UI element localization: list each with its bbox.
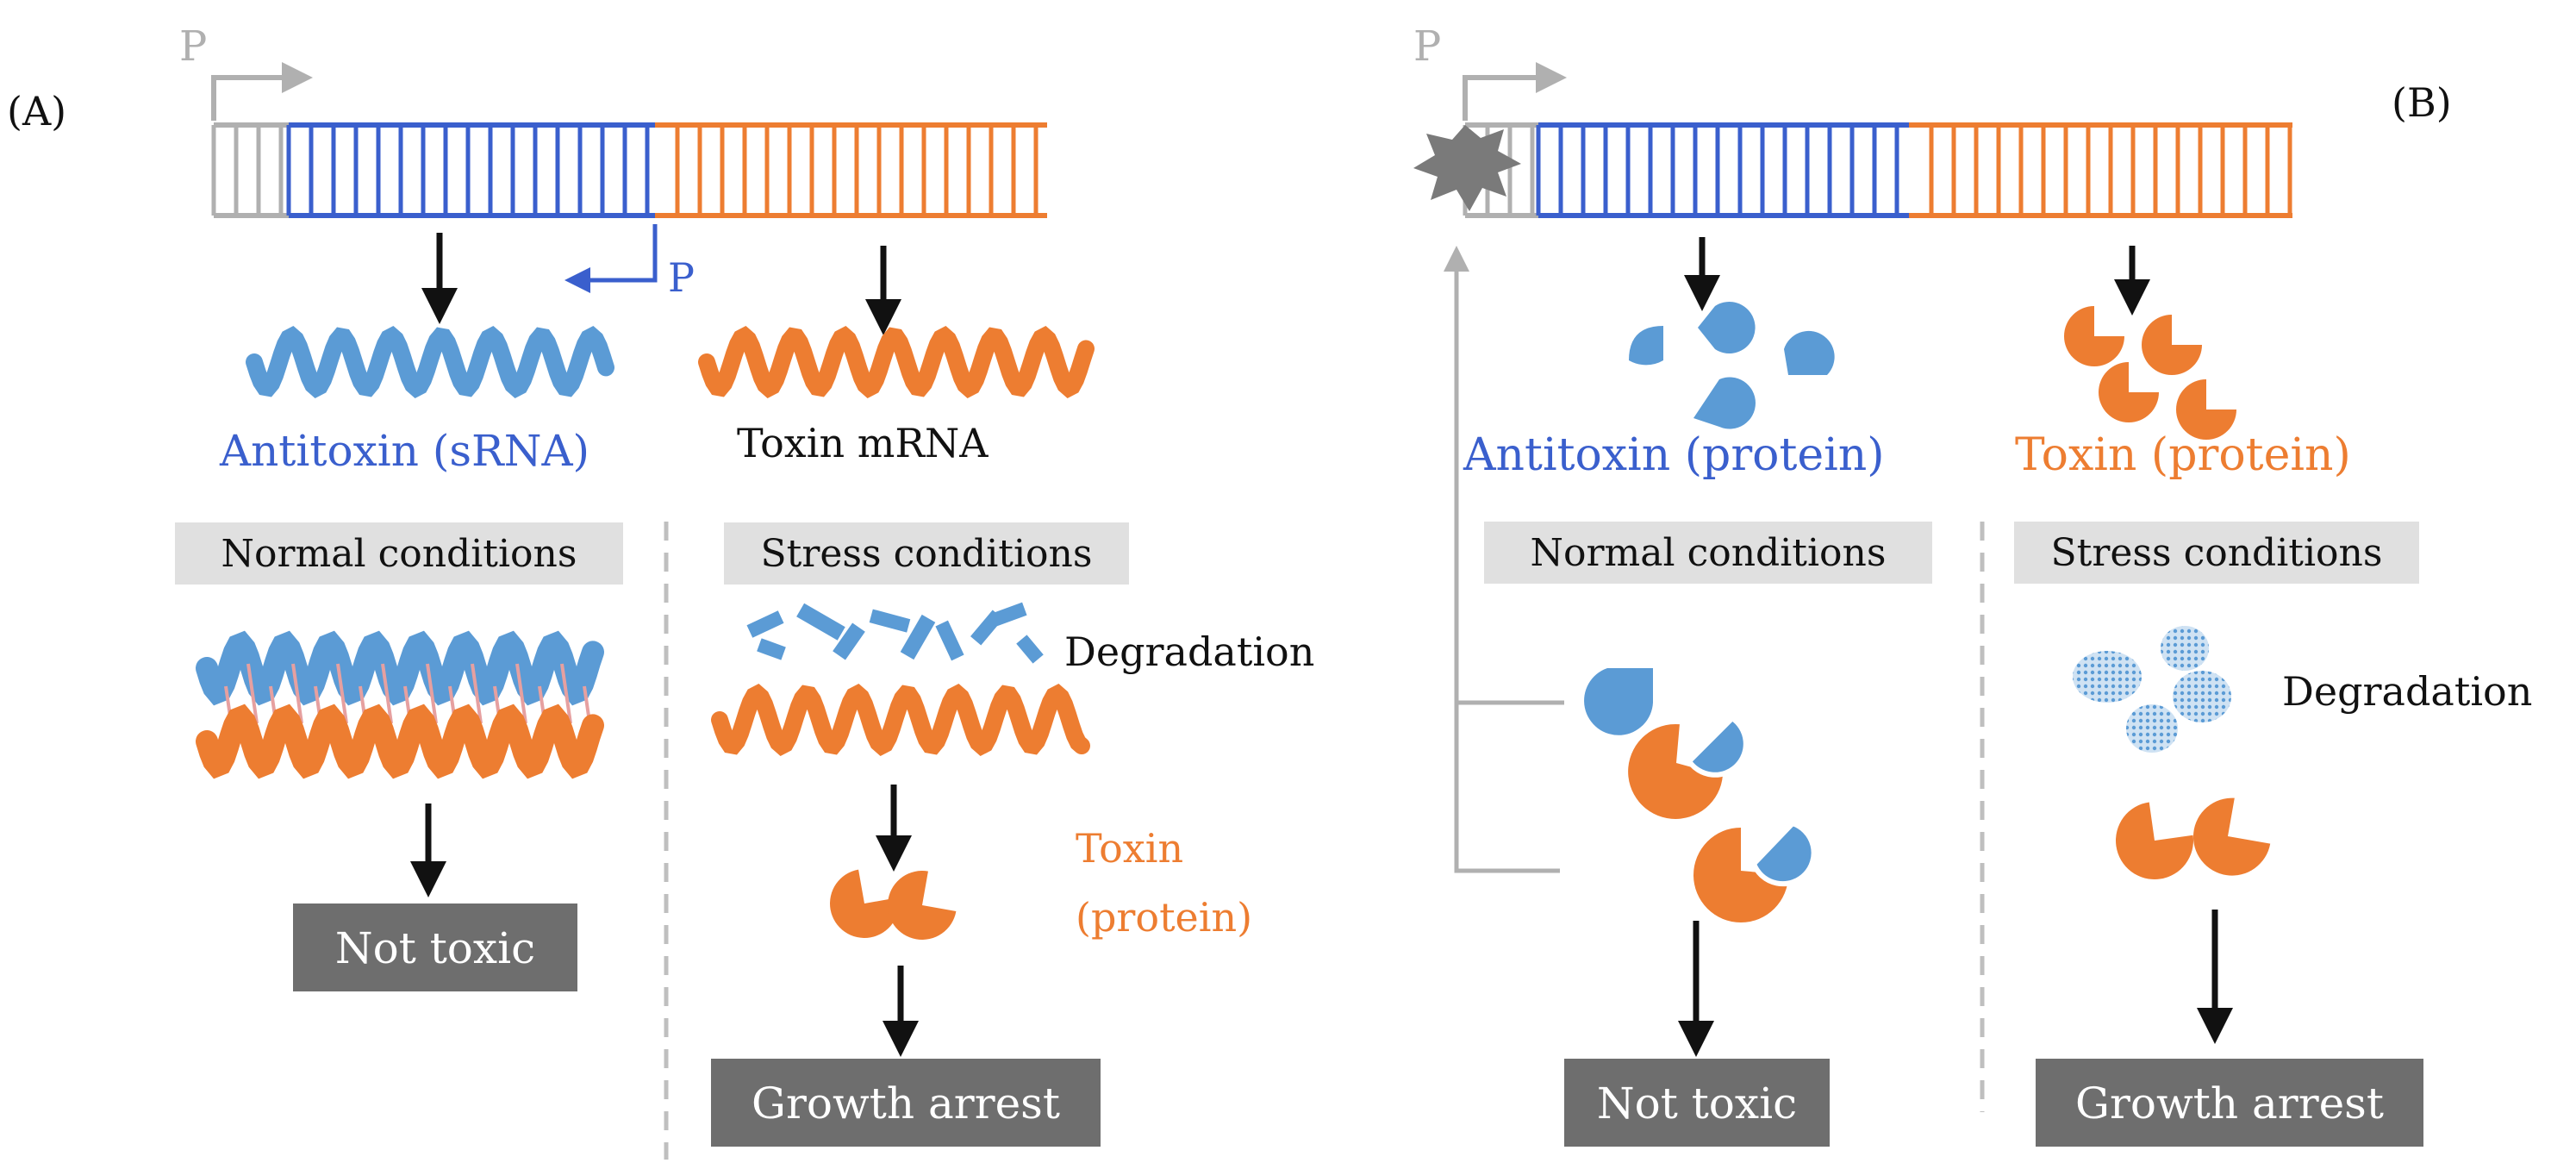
degraded-antitoxin-protein	[2126, 704, 2178, 753]
panel-a-toxin-proteins	[830, 869, 957, 940]
antitoxin-protein	[1693, 377, 1756, 429]
base-pair	[426, 663, 438, 724]
toxin-protein	[2176, 379, 2236, 440]
panel-a-stress-header-box	[724, 522, 1129, 585]
panel-a-promoter-arrow	[211, 62, 313, 121]
panel-b-toxin-label: Toxin (protein)	[2015, 429, 2351, 481]
panel-a-promoter-label: P	[179, 22, 207, 71]
repressor-burst-icon	[1413, 125, 1521, 211]
panel-b-stress-header-box	[2014, 522, 2419, 584]
toxin-protein	[2192, 797, 2271, 876]
srna-mrna-duplex	[196, 630, 604, 779]
panel-b-label: (B)	[2392, 79, 2452, 126]
panel-a-stress-header: Stress conditions	[761, 532, 1093, 576]
antitoxin-protein	[1698, 302, 1756, 354]
antitoxin-protein	[1629, 326, 1663, 366]
panel-b-promoter-label: P	[1413, 22, 1441, 71]
ta-complex	[1693, 820, 1817, 922]
panel-b-toxin-proteins	[2116, 797, 2271, 879]
toxin-protein	[2142, 315, 2202, 375]
panel-b-normal-header: Normal conditions	[1531, 531, 1887, 575]
degraded-antitoxin-cluster	[2073, 626, 2231, 753]
toxin-mrna-wave	[698, 325, 1095, 399]
base-pair	[336, 663, 348, 724]
antitoxin-srna-wave	[246, 325, 614, 399]
stress-toxin-mrna-wave	[711, 683, 1090, 757]
toxin-protein	[2064, 306, 2124, 366]
panel-a: (A) P P Antitoxin (sRNA) Toxin mRNA Norm…	[7, 22, 1314, 1160]
ta-complex	[1628, 715, 1749, 819]
panel-a-dna	[211, 122, 1047, 218]
panel-a-toxin-label-line2: (protein)	[1076, 894, 1252, 941]
base-pair	[291, 663, 303, 724]
panel-a-growth-arrest-label: Growth arrest	[752, 1079, 1060, 1129]
panel-b-normal-header-box	[1484, 522, 1932, 584]
degraded-antitoxin-protein	[2073, 651, 2142, 703]
panel-b-degradation-label: Degradation	[2282, 668, 2532, 715]
panel-a-internal-promoter-arrow	[564, 224, 658, 293]
panel-a-not-toxic-label: Not toxic	[335, 923, 535, 973]
panel-b-promoter-arrow	[1463, 62, 1567, 121]
toxin-protein	[888, 871, 957, 940]
free-antitoxin-protein	[1584, 668, 1653, 735]
degraded-antitoxin-protein	[2161, 626, 2209, 671]
panel-a-not-toxic-box	[293, 904, 577, 991]
antitoxin-srna-label: Antitoxin (sRNA)	[219, 426, 589, 476]
panel-b-not-toxic-box	[1564, 1059, 1830, 1147]
autoregulation-feedback-line	[1444, 246, 1560, 873]
panel-b-antitoxin-label: Antitoxin (protein)	[1463, 429, 1885, 481]
degraded-antitoxin-protein	[2173, 671, 2231, 722]
panel-b-growth-arrest-box	[2036, 1059, 2423, 1147]
panel-b-growth-arrest-label: Growth arrest	[2075, 1079, 2384, 1129]
base-pair	[560, 663, 572, 724]
base-pair	[381, 663, 393, 724]
panel-a-normal-header-box	[175, 522, 623, 585]
base-pair	[246, 663, 259, 724]
panel-b: (B) P Antitoxin (protein)	[1413, 22, 2532, 1147]
antitoxin-protein	[1784, 330, 1835, 375]
panel-a-normal-header: Normal conditions	[221, 532, 577, 576]
toxin-protein	[2116, 802, 2193, 879]
toxin-protein	[2099, 362, 2159, 422]
panel-a-internal-promoter-label: P	[668, 254, 695, 301]
panel-a-degradation-label: Degradation	[1064, 628, 1314, 675]
panel-a-growth-arrest-box	[711, 1059, 1101, 1147]
degraded-srna-fragments	[746, 602, 1044, 664]
toxin-protein	[830, 869, 899, 938]
toxin-mrna-label: Toxin mRNA	[737, 420, 989, 466]
base-pair	[471, 663, 483, 724]
panel-b-not-toxic-label: Not toxic	[1597, 1079, 1797, 1129]
panel-a-label: (A)	[7, 88, 66, 134]
panel-b-dna	[1463, 122, 2292, 218]
base-pair	[515, 663, 527, 724]
toxin-protein-cluster	[2064, 306, 2236, 440]
panel-b-stress-header: Stress conditions	[2051, 531, 2383, 575]
antitoxin-protein-cluster	[1629, 302, 1835, 429]
panel-a-toxin-label-line1: Toxin	[1076, 825, 1183, 872]
